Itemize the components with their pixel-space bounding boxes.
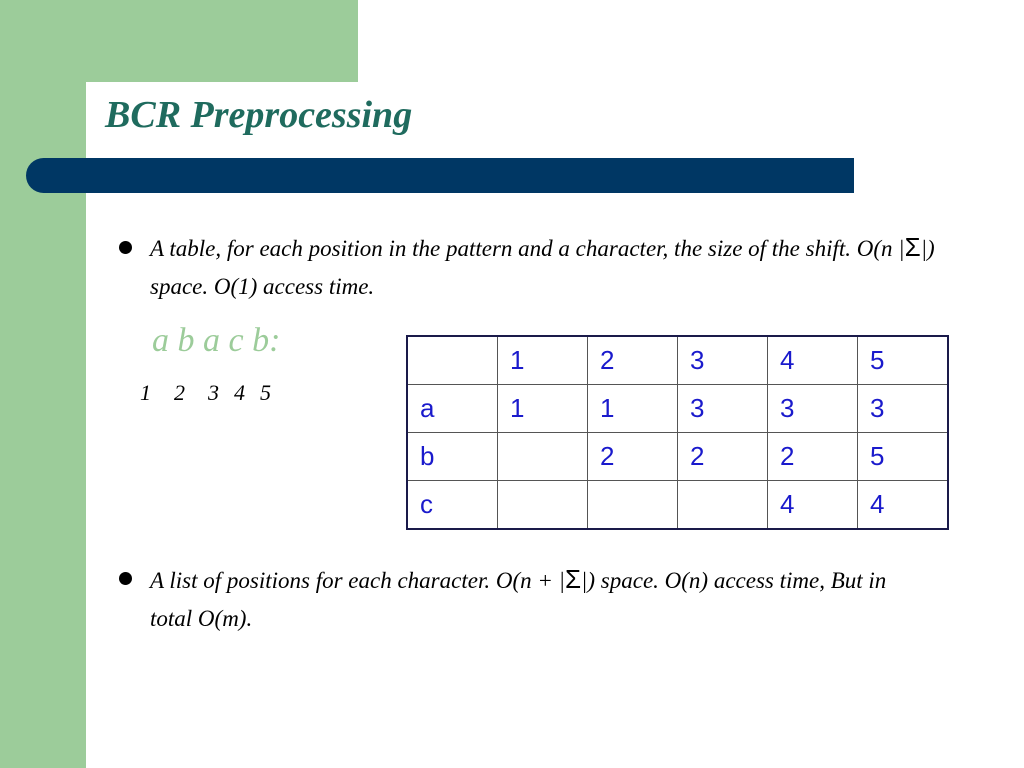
table-row: b 2 2 2 5 xyxy=(406,432,949,481)
table-row-label: c xyxy=(406,480,498,530)
table-header-cell: 5 xyxy=(857,335,949,385)
table-cell: 2 xyxy=(677,432,768,481)
table-cell: 2 xyxy=(587,432,678,481)
sigma-symbol: Σ xyxy=(564,564,582,594)
table-header-cell: 2 xyxy=(587,335,678,385)
slide-title: BCR Preprocessing xyxy=(105,94,413,136)
shift-table: 1 2 3 4 5 a 1 1 3 3 3 b 2 2 2 5 c 4 4 xyxy=(406,335,949,530)
table-row: c 4 4 xyxy=(406,480,949,530)
table-header-cell: 4 xyxy=(767,335,858,385)
bullet-2-text-part1: A list of positions for each character. … xyxy=(150,568,565,593)
bullet-1-text-part2: |) space. O(1) access time. xyxy=(150,236,935,299)
decorative-top-band xyxy=(0,0,358,82)
table-header-cell: 3 xyxy=(677,335,768,385)
table-cell: 4 xyxy=(857,480,949,530)
pattern-label: a b a c b: xyxy=(152,322,281,359)
table-cell: 3 xyxy=(767,384,858,433)
sigma-symbol: Σ xyxy=(904,232,921,262)
position-label: 2 xyxy=(174,380,185,405)
table-cell xyxy=(497,432,588,481)
table-row-label: a xyxy=(406,384,498,433)
bullet-1-text: A table, for each position in the patter… xyxy=(150,228,950,306)
table-cell: 4 xyxy=(767,480,858,530)
decorative-left-band xyxy=(0,0,86,768)
bullet-1-text-part1: A table, for each position in the patter… xyxy=(150,236,905,261)
table-cell: 1 xyxy=(497,384,588,433)
title-underline-bar xyxy=(26,158,854,193)
table-cell xyxy=(497,480,588,530)
table-cell: 5 xyxy=(857,432,949,481)
bullet-2-text-part2: |) space. O(n) access time, But in total… xyxy=(150,568,887,631)
table-row: a 1 1 3 3 3 xyxy=(406,384,949,433)
bullet-2-dot xyxy=(119,572,132,585)
position-label: 5 xyxy=(260,380,271,405)
bullet-1-dot xyxy=(119,241,132,254)
position-label: 3 xyxy=(208,380,219,405)
table-cell xyxy=(677,480,768,530)
table-cell xyxy=(587,480,678,530)
bullet-2-text: A list of positions for each character. … xyxy=(150,560,930,638)
table-header-cell xyxy=(406,335,498,385)
position-label: 1 xyxy=(140,380,151,405)
table-header-cell: 1 xyxy=(497,335,588,385)
table-cell: 3 xyxy=(677,384,768,433)
table-cell: 1 xyxy=(587,384,678,433)
table-header-row: 1 2 3 4 5 xyxy=(406,335,949,385)
table-cell: 2 xyxy=(767,432,858,481)
table-cell: 3 xyxy=(857,384,949,433)
table-row-label: b xyxy=(406,432,498,481)
position-label: 4 xyxy=(234,380,245,405)
pattern-positions: 1 2 3 4 5 xyxy=(140,380,271,406)
